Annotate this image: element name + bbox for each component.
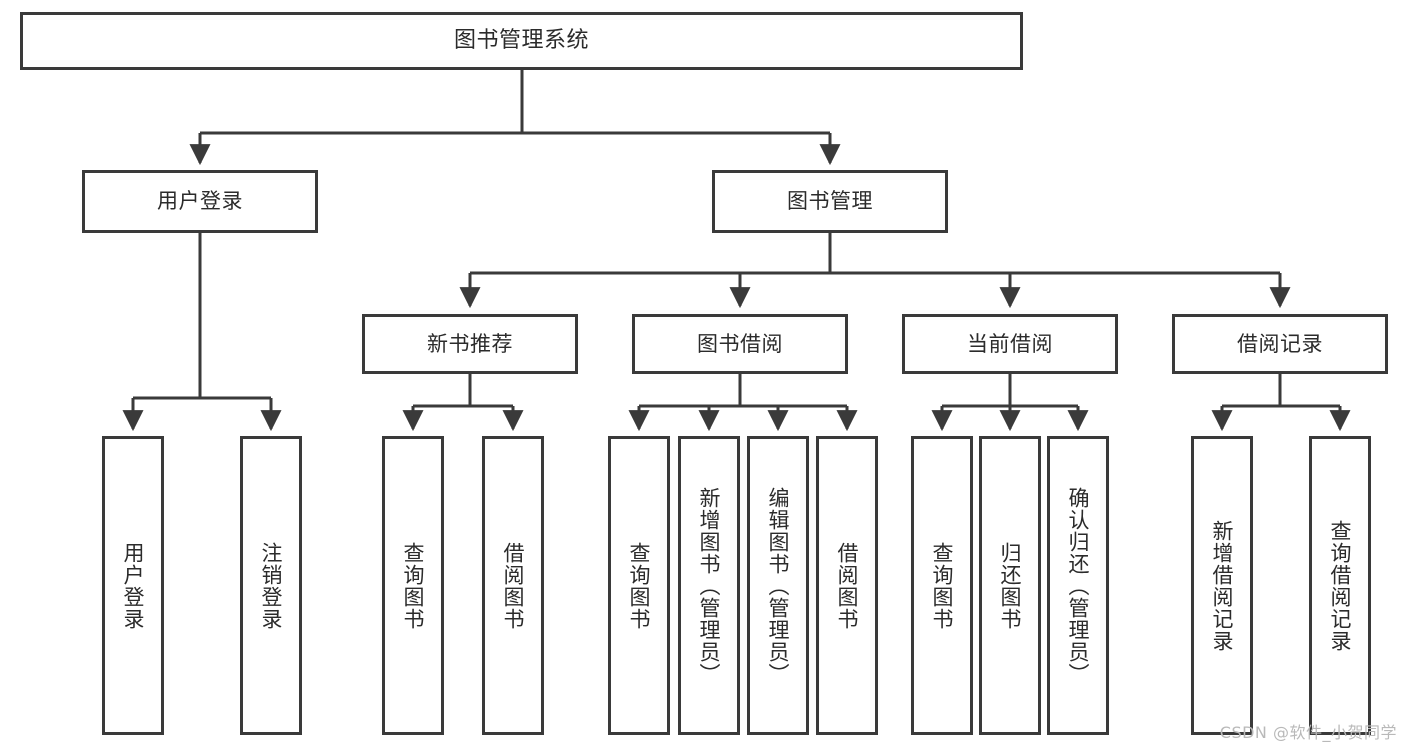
node-leaf-user-login-label: 用户登录 [121, 541, 146, 630]
node-leaf-query-book-1-label: 查询图书 [401, 541, 426, 630]
node-leaf-confirm-return-label: 确认归还（管理员） [1066, 486, 1091, 685]
node-leaf-query-record-label: 查询借阅记录 [1328, 519, 1353, 652]
node-book-borrow-label: 图书借阅 [697, 331, 783, 356]
node-leaf-add-record[interactable]: 新增借阅记录 [1191, 436, 1253, 735]
node-leaf-add-record-label: 新增借阅记录 [1210, 519, 1235, 652]
node-leaf-query-book-2[interactable]: 查询图书 [608, 436, 670, 735]
node-leaf-user-login[interactable]: 用户登录 [102, 436, 164, 735]
node-book-borrow[interactable]: 图书借阅 [632, 314, 848, 374]
node-leaf-return-book-label: 归还图书 [998, 541, 1023, 630]
node-current-borrow-label: 当前借阅 [967, 331, 1053, 356]
node-leaf-borrow-book-1[interactable]: 借阅图书 [482, 436, 544, 735]
node-leaf-confirm-return[interactable]: 确认归还（管理员） [1047, 436, 1109, 735]
node-root[interactable]: 图书管理系统 [20, 12, 1023, 70]
node-leaf-add-book[interactable]: 新增图书（管理员） [678, 436, 740, 735]
node-leaf-add-book-label: 新增图书（管理员） [697, 486, 722, 685]
node-leaf-query-book-3[interactable]: 查询图书 [911, 436, 973, 735]
node-book-manage-label: 图书管理 [787, 189, 873, 214]
node-leaf-query-book-1[interactable]: 查询图书 [382, 436, 444, 735]
node-leaf-user-logout[interactable]: 注销登录 [240, 436, 302, 735]
node-current-borrow[interactable]: 当前借阅 [902, 314, 1118, 374]
node-leaf-borrow-book-2[interactable]: 借阅图书 [816, 436, 878, 735]
node-leaf-edit-book-label: 编辑图书（管理员） [766, 486, 791, 685]
node-leaf-query-record[interactable]: 查询借阅记录 [1309, 436, 1371, 735]
node-new-book-recommend[interactable]: 新书推荐 [362, 314, 578, 374]
node-leaf-query-book-3-label: 查询图书 [930, 541, 955, 630]
node-leaf-borrow-book-1-label: 借阅图书 [501, 541, 526, 630]
node-leaf-user-logout-label: 注销登录 [259, 541, 284, 630]
node-leaf-borrow-book-2-label: 借阅图书 [835, 541, 860, 630]
node-root-label: 图书管理系统 [453, 28, 589, 54]
node-user-login[interactable]: 用户登录 [82, 170, 318, 233]
node-leaf-edit-book[interactable]: 编辑图书（管理员） [747, 436, 809, 735]
node-borrow-record-label: 借阅记录 [1237, 331, 1323, 356]
node-leaf-return-book[interactable]: 归还图书 [979, 436, 1041, 735]
node-borrow-record[interactable]: 借阅记录 [1172, 314, 1388, 374]
node-user-login-label: 用户登录 [157, 189, 243, 214]
node-book-manage[interactable]: 图书管理 [712, 170, 948, 233]
watermark: CSDN @软件_小贺同学 [1219, 723, 1397, 742]
node-new-book-recommend-label: 新书推荐 [427, 331, 513, 356]
node-leaf-query-book-2-label: 查询图书 [627, 541, 652, 630]
